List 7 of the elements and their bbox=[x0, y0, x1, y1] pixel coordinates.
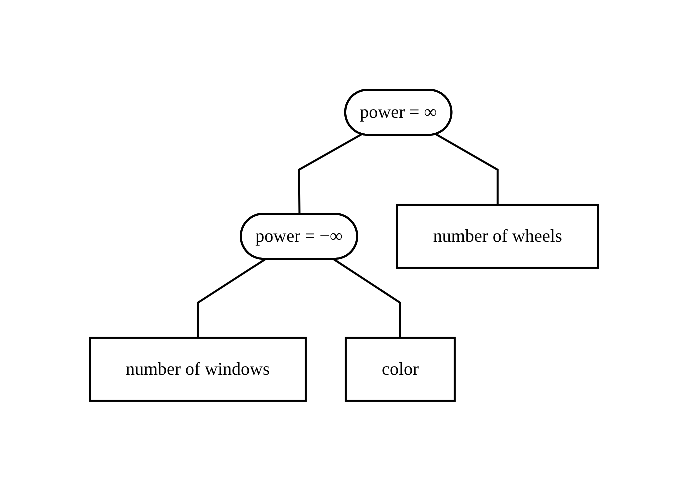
node-box: color bbox=[344, 336, 456, 402]
connector bbox=[298, 133, 362, 214]
node-box: number of wheels bbox=[396, 204, 600, 268]
connector bbox=[196, 258, 266, 338]
node-box: number of windows bbox=[88, 336, 307, 402]
connector bbox=[436, 133, 499, 204]
connector bbox=[333, 258, 402, 338]
